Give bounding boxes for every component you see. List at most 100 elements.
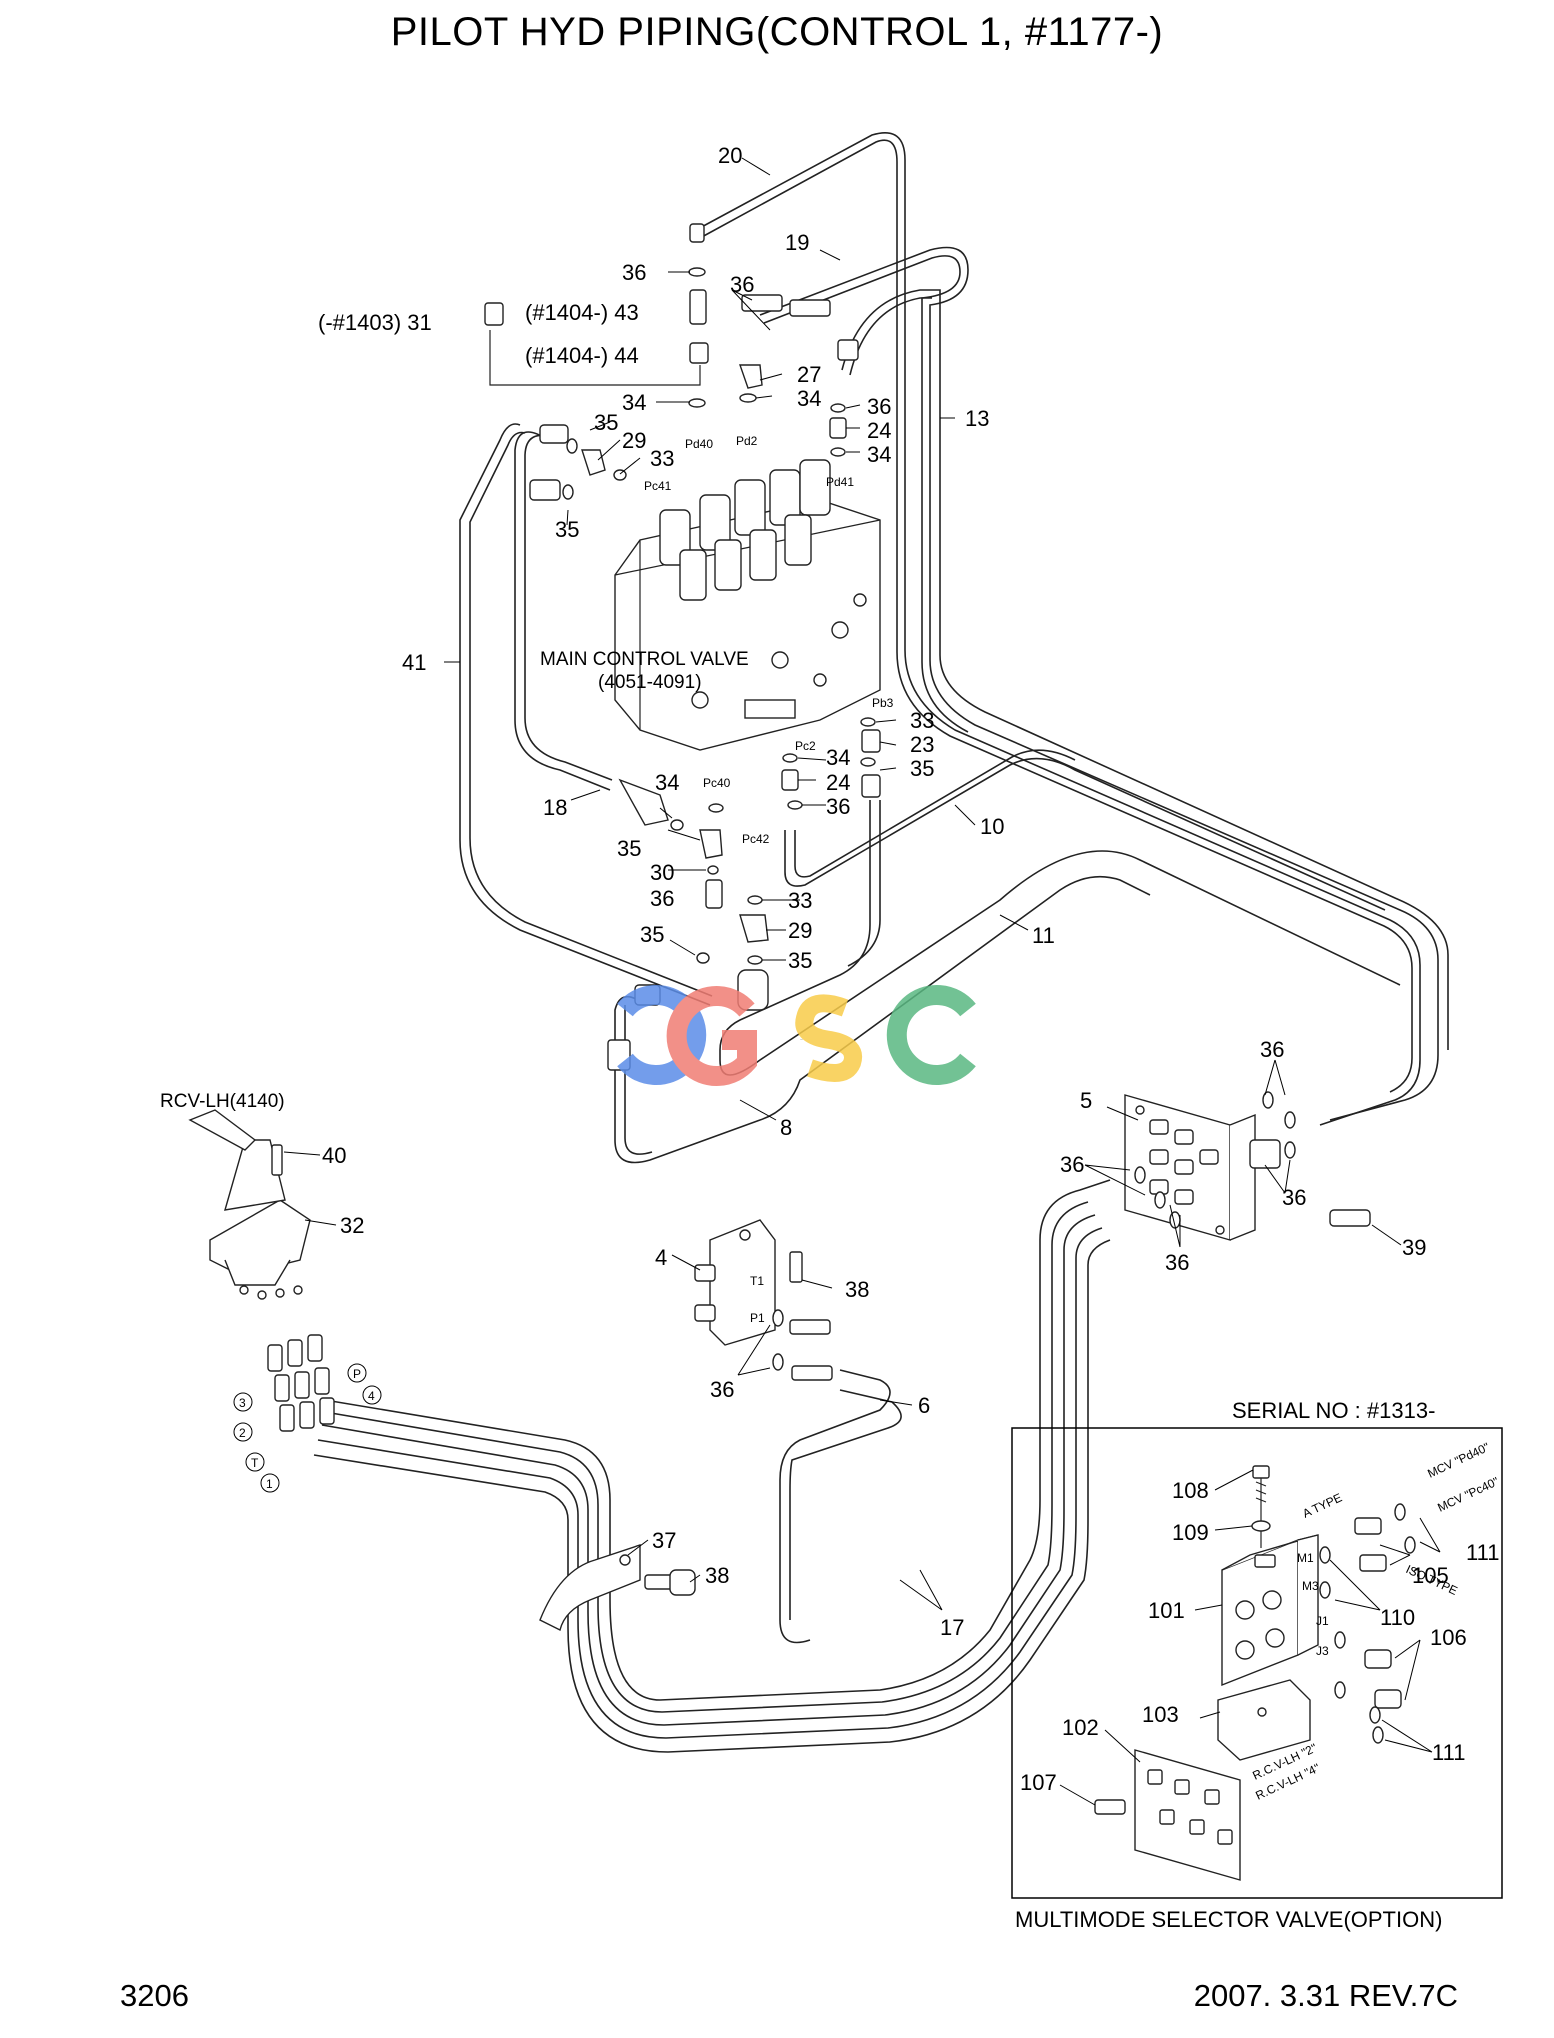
port-pc41: Pc41 bbox=[644, 479, 672, 493]
part-23: 23 bbox=[910, 732, 934, 757]
port-pc2: Pc2 bbox=[795, 739, 816, 753]
part-36: 36 bbox=[710, 1377, 734, 1402]
part-36: 36 bbox=[1260, 1037, 1284, 1062]
part-11: 11 bbox=[1032, 923, 1055, 948]
part-35: 35 bbox=[910, 756, 934, 781]
leader-lines bbox=[283, 157, 1441, 1806]
port-m3: M3 bbox=[1302, 1579, 1319, 1593]
port-pd2: Pd2 bbox=[736, 434, 758, 448]
port-p1: P1 bbox=[750, 1311, 765, 1325]
part-101: 101 bbox=[1148, 1598, 1185, 1623]
part-8: 8 bbox=[780, 1115, 792, 1140]
part-36: 36 bbox=[650, 886, 674, 911]
rcv-port-2: 2 bbox=[239, 1426, 246, 1440]
main-valve-label: MAIN CONTROL VALVE bbox=[540, 649, 749, 670]
port-pc40: Pc40 bbox=[703, 776, 731, 790]
text-labels: MAIN CONTROL VALVE (4051-4091) RCV-LH(41… bbox=[160, 300, 1501, 1932]
port-j3: J3 bbox=[1316, 1644, 1329, 1658]
a-type-label: A TYPE bbox=[1300, 1490, 1344, 1520]
serial-label: SERIAL NO : #1313- bbox=[1232, 1398, 1435, 1423]
part-107: 107 bbox=[1020, 1770, 1057, 1795]
part-39: 39 bbox=[1402, 1235, 1426, 1260]
rcv-port-4: 4 bbox=[368, 1389, 375, 1403]
part-13: 13 bbox=[965, 406, 989, 431]
part-106: 106 bbox=[1430, 1625, 1467, 1650]
part-35: 35 bbox=[617, 836, 641, 861]
part-36: 36 bbox=[1060, 1152, 1084, 1177]
serial-43-label: (#1404-) 43 bbox=[525, 300, 639, 325]
rcv-port-t: T bbox=[251, 1456, 259, 1470]
page-number: 3206 bbox=[120, 1978, 189, 2013]
part-110: 110 bbox=[1380, 1605, 1415, 1630]
part-35: 35 bbox=[555, 517, 579, 542]
multimode-inset bbox=[1011, 1427, 1503, 1899]
part-4: 4 bbox=[655, 1245, 667, 1270]
part-36: 36 bbox=[826, 794, 850, 819]
part-32: 32 bbox=[340, 1213, 364, 1238]
multimode-label: MULTIMODE SELECTOR VALVE(OPTION) bbox=[1015, 1907, 1442, 1932]
part-6: 6 bbox=[918, 1393, 930, 1418]
part-40: 40 bbox=[322, 1143, 346, 1168]
port-pd40: Pd40 bbox=[685, 437, 713, 451]
part-34: 34 bbox=[622, 390, 646, 415]
part-36: 36 bbox=[622, 260, 646, 285]
part-111: 111 bbox=[1432, 1740, 1465, 1765]
bracket bbox=[539, 1219, 833, 1632]
inset-frame bbox=[1011, 1427, 1503, 1899]
part-numbers: 20 19 36 36 27 34 34 36 24 34 13 35 29 3… bbox=[322, 143, 1499, 1795]
part-38: 38 bbox=[705, 1563, 729, 1588]
part-19: 19 bbox=[785, 230, 809, 255]
part-29: 29 bbox=[788, 918, 812, 943]
watermark-text: CGSC bbox=[800, 1039, 803, 1041]
part-109: 109 bbox=[1172, 1520, 1209, 1545]
part-24: 24 bbox=[826, 770, 850, 795]
part-36: 36 bbox=[730, 272, 754, 297]
watermark-logo: CGSC bbox=[617, 985, 976, 1086]
rcv-label: RCV-LH(4140) bbox=[160, 1091, 285, 1112]
part-33: 33 bbox=[650, 446, 674, 471]
part-35: 35 bbox=[788, 948, 812, 973]
part-34: 34 bbox=[655, 770, 679, 795]
part-103: 103 bbox=[1142, 1702, 1179, 1727]
page-title: PILOT HYD PIPING(CONTROL 1, #1177-) bbox=[390, 10, 1164, 54]
port-pc42: Pc42 bbox=[742, 832, 770, 846]
part-5: 5 bbox=[1080, 1088, 1092, 1113]
part-33: 33 bbox=[788, 888, 812, 913]
part-33: 33 bbox=[910, 708, 934, 733]
main-valve-part: (4051-4091) bbox=[598, 672, 702, 693]
port-m1: M1 bbox=[1297, 1551, 1314, 1565]
mcv-pd40-label: MCV "Pd40" bbox=[1425, 1440, 1491, 1481]
part-34: 34 bbox=[867, 442, 891, 467]
part-20: 20 bbox=[718, 143, 742, 168]
part-24: 24 bbox=[867, 418, 891, 443]
rcv-joystick bbox=[188, 1109, 335, 1432]
pipe-lines bbox=[313, 132, 1449, 1753]
revision-date: 2007. 3.31 REV.7C bbox=[1193, 1978, 1458, 2013]
rcv-port-1: 1 bbox=[266, 1477, 273, 1491]
part-41: 41 bbox=[402, 650, 426, 675]
part-34: 34 bbox=[797, 386, 821, 411]
port-j1: J1 bbox=[1316, 1614, 1329, 1628]
part-102: 102 bbox=[1062, 1715, 1099, 1740]
part-111: 111 bbox=[1466, 1540, 1499, 1565]
serial-31-label: (-#1403) 31 bbox=[318, 310, 432, 335]
rcv-port-p: P bbox=[353, 1367, 361, 1381]
main-control-valve bbox=[614, 459, 881, 751]
part-36: 36 bbox=[1282, 1185, 1306, 1210]
rcv-port-3: 3 bbox=[239, 1396, 246, 1410]
port-pb3: Pb3 bbox=[872, 696, 894, 710]
part-35: 35 bbox=[594, 410, 618, 435]
part-17: 17 bbox=[940, 1615, 964, 1640]
part-29: 29 bbox=[622, 428, 646, 453]
part-108: 108 bbox=[1172, 1478, 1209, 1503]
part-27: 27 bbox=[797, 362, 821, 387]
manifold-block bbox=[1124, 1091, 1371, 1241]
part-18: 18 bbox=[543, 795, 567, 820]
part-36: 36 bbox=[1165, 1250, 1189, 1275]
port-t1: T1 bbox=[750, 1274, 764, 1288]
part-34: 34 bbox=[826, 745, 850, 770]
mcv-pc40-label: MCV "Pc40" bbox=[1435, 1474, 1501, 1515]
serial-44-label: (#1404-) 44 bbox=[525, 343, 639, 368]
part-105: 105 bbox=[1412, 1563, 1449, 1588]
